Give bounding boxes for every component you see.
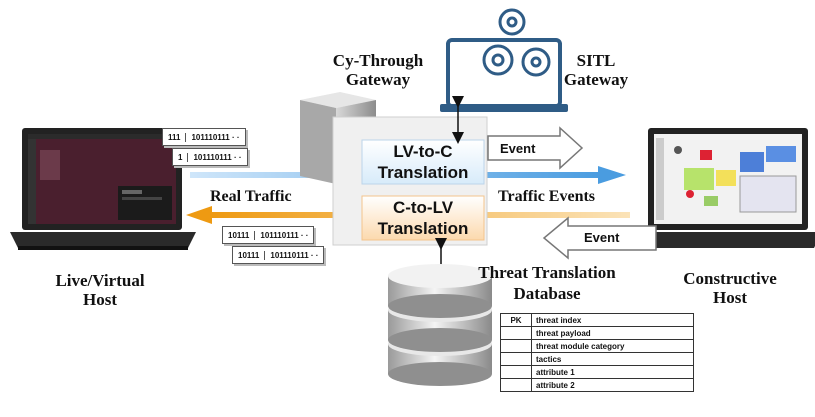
table-row: threat module category	[500, 339, 694, 353]
packet-cell: 10111	[228, 230, 250, 240]
packet-cell: 101110111 · ·	[187, 152, 246, 162]
cy-through-gateway-label: Cy-Through Gateway	[332, 51, 424, 89]
lv-to-c-translation-box: LV-to-C Translation	[377, 142, 469, 182]
event-bottom-arrow	[542, 216, 657, 260]
table-row: attribute 2	[500, 378, 694, 392]
sitl-gateway-label: SITL Gateway	[563, 51, 629, 89]
field-cell: threat index	[531, 313, 694, 327]
database-icon	[388, 264, 492, 386]
constructive-host-label: Constructive Host	[683, 269, 777, 307]
live-virtual-host-label: Live/Virtual Host	[55, 271, 145, 309]
field-cell: tactics	[531, 352, 694, 366]
real-traffic-label: Real Traffic	[210, 188, 292, 205]
packet-top-2: 1 101110111 · ·	[172, 148, 248, 166]
threat-db-label: Threat Translation Database	[478, 263, 616, 304]
table-row: attribute 1	[500, 365, 694, 379]
field-cell: attribute 2	[531, 378, 694, 392]
packet-top-1: 111 101110111 · ·	[162, 128, 246, 146]
pk-cell	[500, 339, 532, 353]
c-to-lv-translation-box: C-to-LV Translation	[377, 198, 469, 238]
live-virtual-laptop-icon	[10, 128, 196, 250]
packet-bottom-1: 10111 101110111 · ·	[222, 226, 315, 244]
packet-bottom-2: 10111 101110111 · ·	[232, 246, 325, 264]
event-top-arrow	[487, 126, 584, 170]
packet-cell: 10111	[238, 250, 260, 260]
packet-cell: 111	[168, 132, 181, 142]
packet-cell: 101110111 · ·	[264, 250, 323, 260]
constructive-laptop-icon	[636, 128, 815, 248]
pk-cell	[500, 365, 532, 379]
pk-cell	[500, 378, 532, 392]
pk-cell: PK	[500, 313, 532, 327]
table-row: threat payload	[500, 326, 694, 340]
traffic-events-label: Traffic Events	[498, 188, 596, 205]
pk-cell	[500, 326, 532, 340]
packet-cell: 101110111 · ·	[254, 230, 313, 240]
event-top-label: Event	[500, 141, 536, 156]
pk-cell	[500, 352, 532, 366]
field-cell: threat payload	[531, 326, 694, 340]
table-row: tactics	[500, 352, 694, 366]
packet-cell: 1	[178, 152, 183, 162]
event-bottom-label: Event	[584, 230, 620, 245]
gears-icon	[482, 8, 551, 77]
field-cell: threat module category	[531, 339, 694, 353]
packet-cell: 101110111 · ·	[185, 132, 244, 142]
field-cell: attribute 1	[531, 365, 694, 379]
